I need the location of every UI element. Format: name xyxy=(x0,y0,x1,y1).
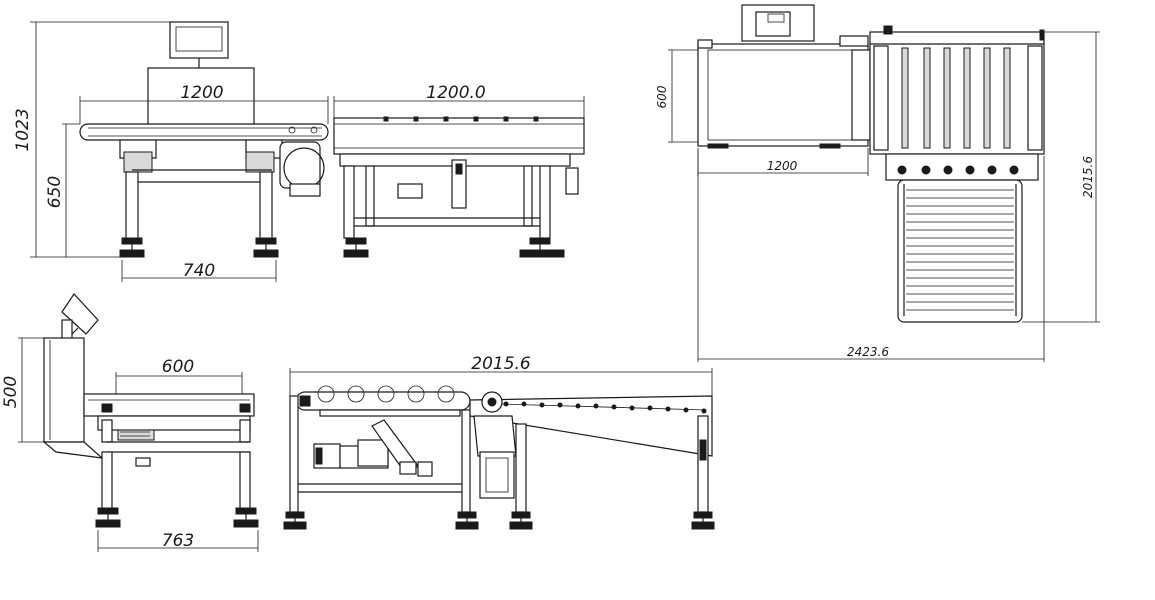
dim-top-total-height: 2015.6 xyxy=(1022,31,1100,323)
dim-label-1023: 1023 xyxy=(13,108,33,151)
dim-label-1200-front: 1200 xyxy=(180,83,223,103)
dim-label-500: 500 xyxy=(1,376,21,408)
dim-side-leg-span: 763 xyxy=(97,530,259,552)
dim-label-600-top: 600 xyxy=(655,85,669,108)
hmi-screen xyxy=(169,21,229,59)
dim-label-2423-6: 2423.6 xyxy=(847,345,889,359)
dim-side-total-length: 2015.6 xyxy=(289,354,713,396)
side-hmi-screen xyxy=(61,293,99,335)
dim-label-2015-6-top: 2015.6 xyxy=(1081,156,1095,198)
reject-conveyor-front xyxy=(333,117,585,155)
top-sorter xyxy=(869,31,1045,155)
dim-label-1200-top: 1200 xyxy=(767,159,798,173)
dim-top-weigher-length: 1200 xyxy=(697,148,869,176)
side-sloped-conveyor xyxy=(469,395,713,457)
front-view: 1023 650 1200 1200.0 740 xyxy=(13,21,585,282)
dim-front-width-weigher: 1200 xyxy=(79,83,329,124)
top-roller-conveyor xyxy=(897,179,1023,323)
side-view-reject: 2015.6 xyxy=(283,354,715,530)
dim-top-conveyor-width: 600 xyxy=(655,49,698,143)
dim-front-width-feeder: 1200.0 xyxy=(333,83,585,118)
dim-top-total-width: 2423.6 xyxy=(697,150,1045,362)
dim-front-height-conveyor: 650 xyxy=(45,123,80,257)
dim-front-height-total: 1023 xyxy=(13,21,170,258)
weigher-conveyor xyxy=(79,123,329,141)
control-cabinet xyxy=(147,67,255,127)
dim-label-740: 740 xyxy=(183,261,215,281)
dim-front-leg-span: 740 xyxy=(121,260,277,282)
side-hood xyxy=(43,337,85,443)
dim-label-1200-0: 1200.0 xyxy=(426,83,485,103)
dim-side-height-hood: 500 xyxy=(1,337,44,443)
dim-side-conveyor-width: 600 xyxy=(115,357,243,394)
dim-label-650: 650 xyxy=(45,176,65,208)
dim-label-600-side: 600 xyxy=(162,357,194,377)
top-view: 600 1200 2015.6 2423.6 xyxy=(655,4,1100,362)
side-view: 500 600 763 xyxy=(1,293,259,552)
top-weigher-belt xyxy=(697,43,869,147)
dim-label-2015-6-side: 2015.6 xyxy=(471,354,531,374)
dim-label-763: 763 xyxy=(162,531,194,551)
